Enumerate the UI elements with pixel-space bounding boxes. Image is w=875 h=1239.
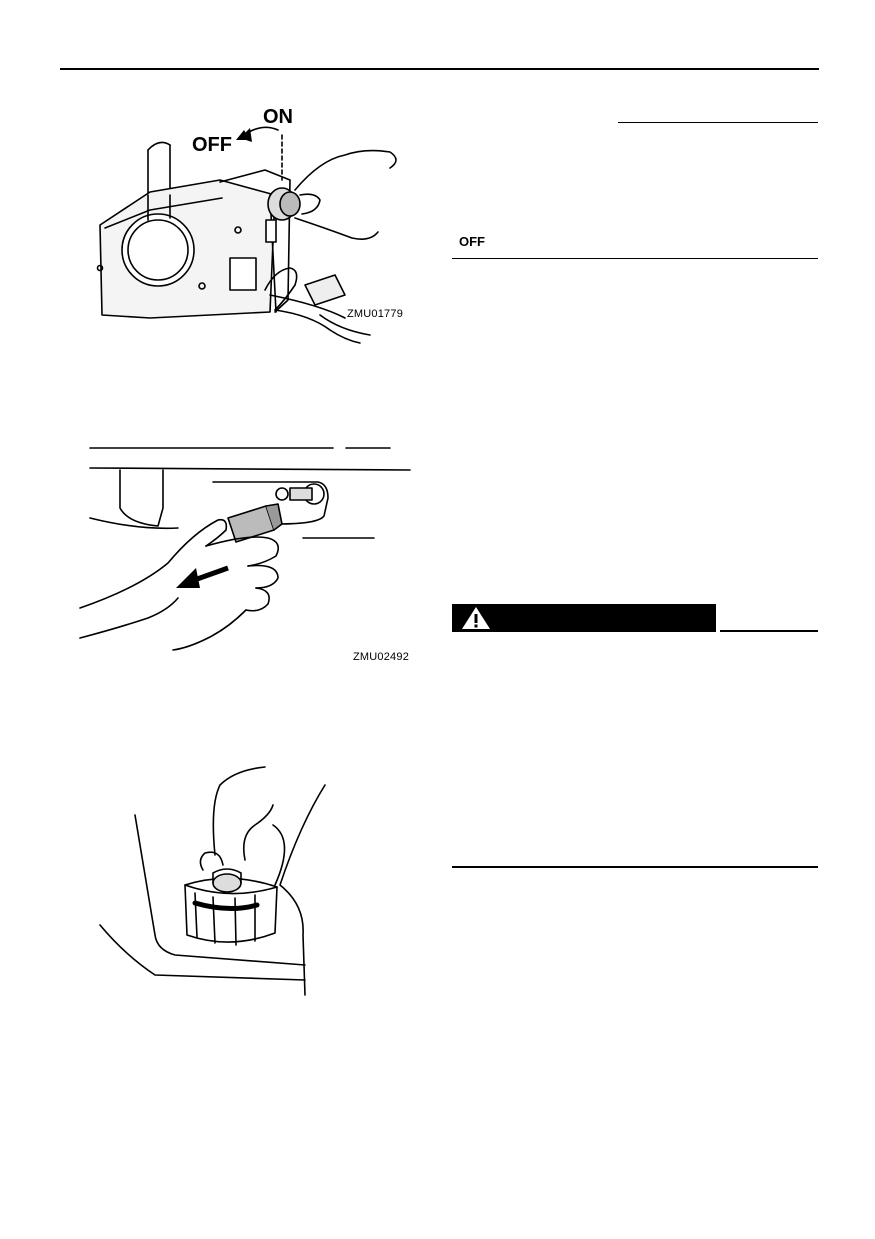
figure-code: ZMU02492 [353, 651, 410, 663]
section-rule [452, 258, 818, 259]
label-on: ON [263, 106, 293, 128]
off-label: OFF [459, 234, 485, 249]
warning-triangle-icon [460, 605, 492, 631]
figure-main-switch: ON OFF ZMU01779 [90, 100, 420, 345]
page-header-rule [60, 68, 819, 70]
section-rule-top [618, 122, 818, 123]
label-off: OFF [192, 134, 232, 156]
tank-cap-illustration [99, 766, 326, 996]
figure-fuel-connector: ZMU02492 [78, 438, 423, 668]
figure-code: ZMU01779 [347, 308, 404, 320]
fuel-connector-illustration [79, 447, 411, 651]
main-switch-illustration [96, 126, 397, 344]
warning-header [452, 604, 716, 632]
warning-end-rule [452, 866, 818, 868]
warning-header-rule [720, 630, 818, 632]
figure-tank-cap [95, 765, 335, 1000]
